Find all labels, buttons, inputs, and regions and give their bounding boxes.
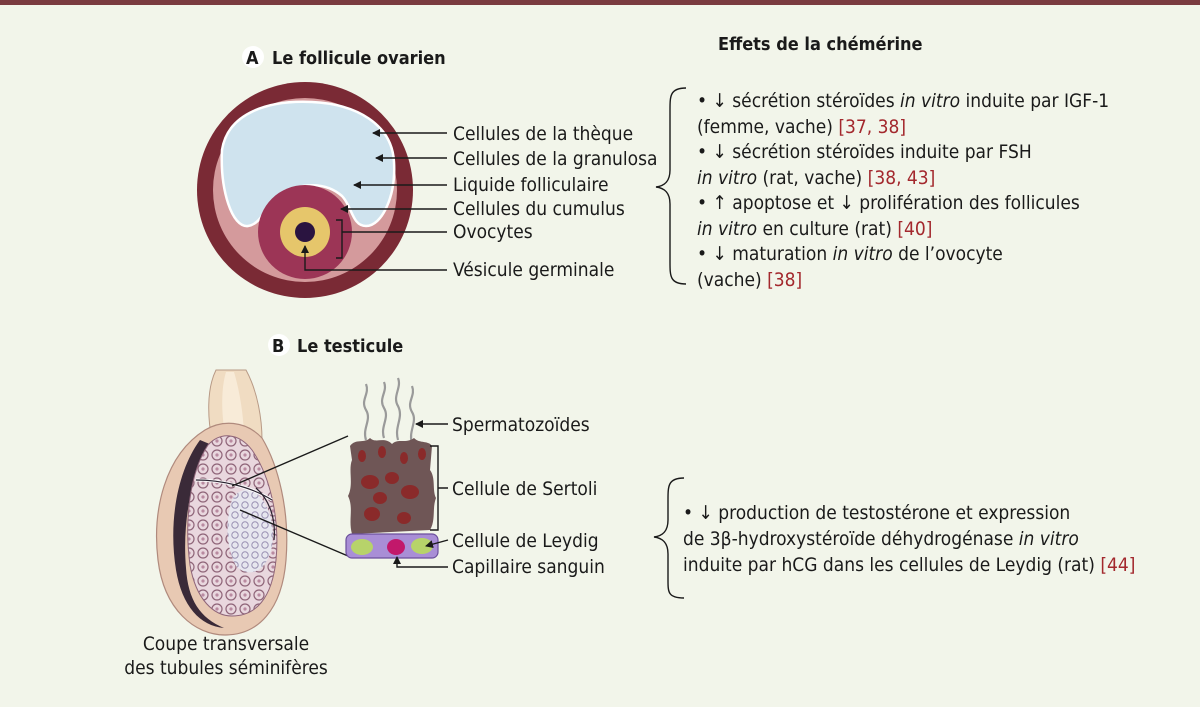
section-b-badge <box>268 334 290 356</box>
testis-effect-text: • ↓ production de testostérone et expres… <box>683 500 1135 578</box>
section-b-letter: B <box>272 336 284 357</box>
section-a-title: Le follicule ovarien <box>272 48 446 69</box>
leader-vesicule <box>301 245 447 271</box>
reference-link[interactable]: [44] <box>1100 554 1136 576</box>
reference-link[interactable]: [40] <box>897 217 933 240</box>
ovary-effects-list: • ↓ sécrétion stéroïdes in vitro induite… <box>697 89 1109 293</box>
reference-link[interactable]: [38] <box>767 268 803 291</box>
label-theque: Cellules de la thèque <box>453 123 633 145</box>
leader-ovocytes-bracket <box>336 219 447 259</box>
label-leydig: Cellule de Leydig <box>452 530 599 552</box>
ovary-effect-2-line2: in vitro (rat, vache) [38, 43] <box>697 166 936 189</box>
label-coupe-line1: Coupe transversale <box>143 633 309 655</box>
leader-capillaire <box>393 556 448 568</box>
ovary-effect-4-line2: (vache) [38] <box>697 268 803 291</box>
leader-leydig <box>425 539 449 549</box>
label-ovocytes: Ovocytes <box>453 221 533 243</box>
testis-effect-line3: induite par hCG dans les cellules de Ley… <box>683 554 1136 576</box>
brace-testis-effect <box>653 477 685 599</box>
label-liquide: Liquide folliculaire <box>453 174 609 196</box>
top-border-bar <box>0 0 1200 5</box>
follicular-fluid-antrum <box>220 100 396 228</box>
zoom-line-bottom <box>239 509 349 557</box>
testis-effect-line2: de 3β-hydroxystéroïde déhydrogénase in v… <box>683 528 1079 550</box>
label-capillaire: Capillaire sanguin <box>452 556 605 578</box>
testis-effect-line1: • ↓ production de testostérone et expres… <box>683 502 1071 524</box>
label-granulosa: Cellules de la granulosa <box>453 148 657 170</box>
label-coupe-line2: des tubules séminifères <box>124 657 328 679</box>
germinal-vesicle <box>295 222 315 242</box>
section-b-title: Le testicule <box>297 336 403 357</box>
reference-link[interactable]: [38, 43] <box>867 166 936 189</box>
section-a-letter: A <box>246 48 259 69</box>
sertoli-zoom-illustration <box>345 377 439 559</box>
label-vesicule: Vésicule germinale <box>453 259 614 281</box>
label-sertoli: Cellule de Sertoli <box>452 478 597 500</box>
ovary-effect-1-line2: (femme, vache) [37, 38] <box>697 115 907 138</box>
section-a-badge <box>242 46 264 68</box>
effects-title: Effets de la chémérine <box>718 34 923 55</box>
ovary-effect-3-line1: • ↑ apoptose et ↓ prolifération des foll… <box>697 192 1080 214</box>
ovary-effect-3-line2: in vitro en culture (rat) [40] <box>697 217 933 240</box>
brace-ovary-effects <box>655 87 687 285</box>
ovarian-follicle-illustration <box>197 82 413 298</box>
reference-link[interactable]: [37, 38] <box>838 115 907 138</box>
label-spermatozoides: Spermatozoïdes <box>452 414 590 436</box>
ovary-effect-4-line1: • ↓ maturation in vitro de l’ovocyte <box>697 243 1003 265</box>
zoom-line-top <box>231 435 349 487</box>
ovary-effect-2-line1: • ↓ sécrétion stéroïdes induite par FSH <box>697 141 1032 163</box>
testis-illustration <box>156 369 288 636</box>
ovary-effect-1-line1: • ↓ sécrétion stéroïdes in vitro induite… <box>697 90 1110 112</box>
leader-sertoli-bracket <box>430 445 448 531</box>
label-cumulus: Cellules du cumulus <box>453 198 625 220</box>
